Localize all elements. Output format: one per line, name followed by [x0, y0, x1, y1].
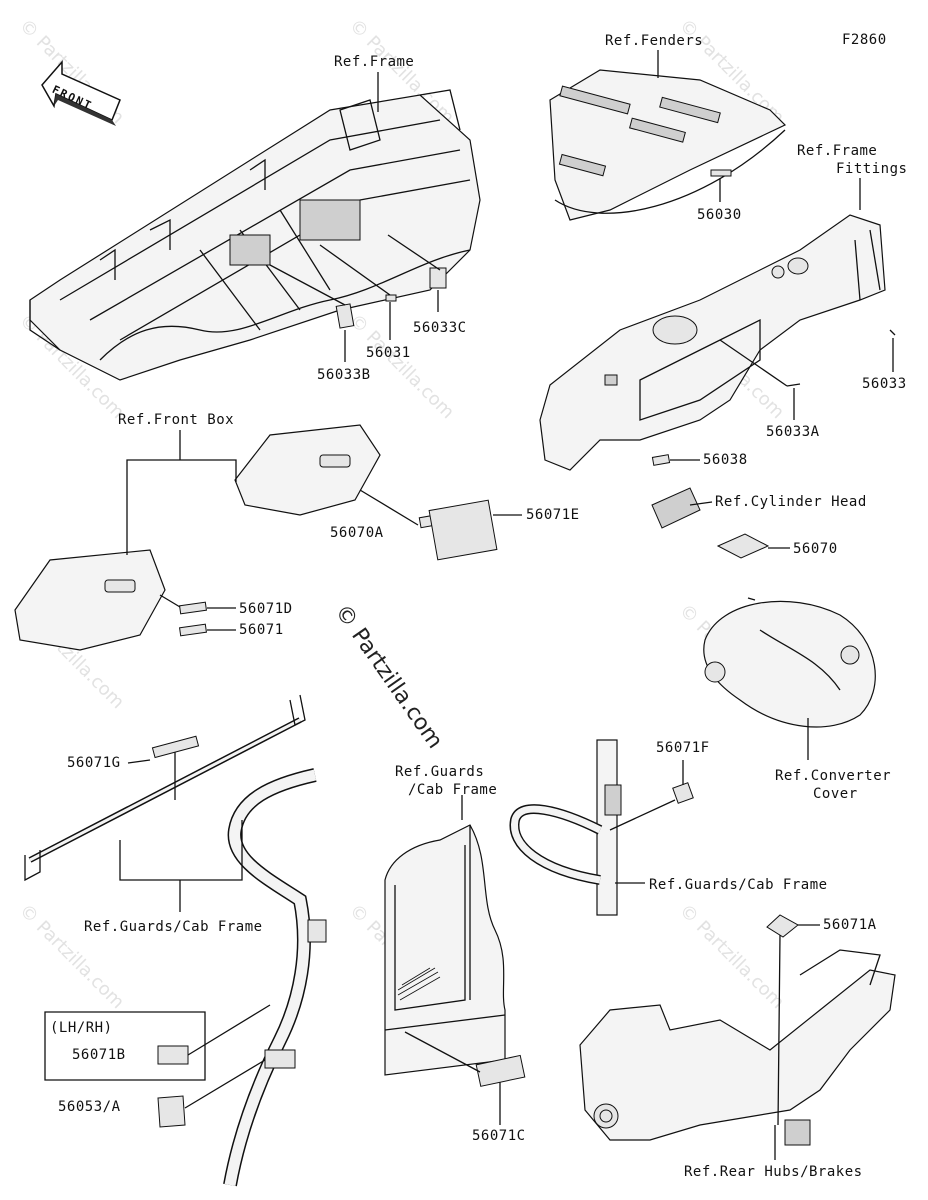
label-ref-fenders: Ref.Fenders: [605, 33, 704, 49]
decal-56053a: [157, 1095, 186, 1128]
fender-illustration: [549, 69, 787, 221]
part-56071e: 56071E: [526, 507, 580, 523]
part-56033b: 56033B: [317, 367, 371, 383]
part-56071g: 56071G: [67, 755, 121, 771]
main-frame-illustration: [29, 89, 481, 381]
part-56071: 56071: [239, 622, 284, 638]
decal-56033b: [335, 303, 355, 329]
label-ref-frame: Ref.Frame: [334, 54, 415, 70]
label-ref-guards-cab: Ref.Guards: [395, 764, 485, 780]
decal-56071d: [179, 601, 207, 615]
decal-56071: [179, 623, 207, 637]
decal-56038: [651, 454, 671, 466]
label-ref-converter-cover-2: Cover: [813, 786, 858, 802]
dashboard-illustration: [539, 214, 886, 471]
decal-56071f: [672, 782, 694, 804]
decal-56070: [716, 533, 770, 559]
label-ref-rear-hubs-brakes: Ref.Rear Hubs/Brakes: [684, 1164, 863, 1180]
part-56038: 56038: [703, 452, 748, 468]
front-arrow-icon: [41, 59, 121, 126]
label-ref-guards-cab-frame-right: Ref.Guards/Cab Frame: [649, 877, 828, 893]
cylinder-head-illustration: [651, 487, 701, 529]
decals: [151, 169, 896, 1128]
part-56071d: 56071D: [239, 601, 293, 617]
label-ref-converter-cover: Ref.Converter: [775, 768, 892, 784]
label-lh-rh: (LH/RH): [50, 1020, 113, 1036]
label-ref-guards-cab-frame-left: Ref.Guards/Cab Frame: [84, 919, 263, 935]
diagram-id: F2860: [842, 32, 887, 48]
label-ref-frame-fittings-2: Fittings: [836, 161, 908, 177]
cab-frame-tube-illustration: [223, 768, 327, 1187]
label-ref-front-box: Ref.Front Box: [118, 412, 235, 428]
decal-56071c: [475, 1054, 526, 1087]
decal-56071g: [151, 735, 200, 759]
decal-56071a: [766, 914, 799, 938]
decal-56033a: [786, 383, 801, 387]
label-ref-cylinder-head: Ref.Cylinder Head: [715, 494, 867, 510]
part-56031: 56031: [366, 345, 411, 361]
door-illustration: [384, 824, 506, 1076]
side-guard-illustration: [509, 739, 622, 916]
leader-lines: [44, 50, 894, 1160]
front-box-illustration: [14, 424, 381, 651]
decal-56030: [710, 169, 732, 177]
part-56033: 56033: [862, 376, 907, 392]
part-56033c: 56033C: [413, 320, 467, 336]
guard-bar-illustration: [24, 694, 306, 882]
decal-56033: [889, 329, 896, 336]
label-ref-frame-fittings: Ref.Frame: [797, 143, 878, 159]
part-56071a: 56071A: [823, 917, 877, 933]
decal-56071e: [428, 499, 498, 561]
part-56070a: 56070A: [330, 525, 384, 541]
decal-56071b: [157, 1045, 189, 1065]
label-ref-guards-cab-2: /Cab Frame: [408, 782, 498, 798]
decal-56031: [385, 294, 397, 302]
rear-hub-illustration: [579, 949, 896, 1146]
converter-cover-illustration: [703, 600, 876, 728]
part-56033a: 56033A: [766, 424, 820, 440]
part-56071c: 56071C: [472, 1128, 526, 1144]
part-56071b: 56071B: [72, 1047, 126, 1063]
part-56071f: 56071F: [656, 740, 710, 756]
part-56030: 56030: [697, 207, 742, 223]
part-56053a: 56053/A: [58, 1099, 121, 1115]
decal-56033c: [429, 267, 447, 289]
part-56070: 56070: [793, 541, 838, 557]
